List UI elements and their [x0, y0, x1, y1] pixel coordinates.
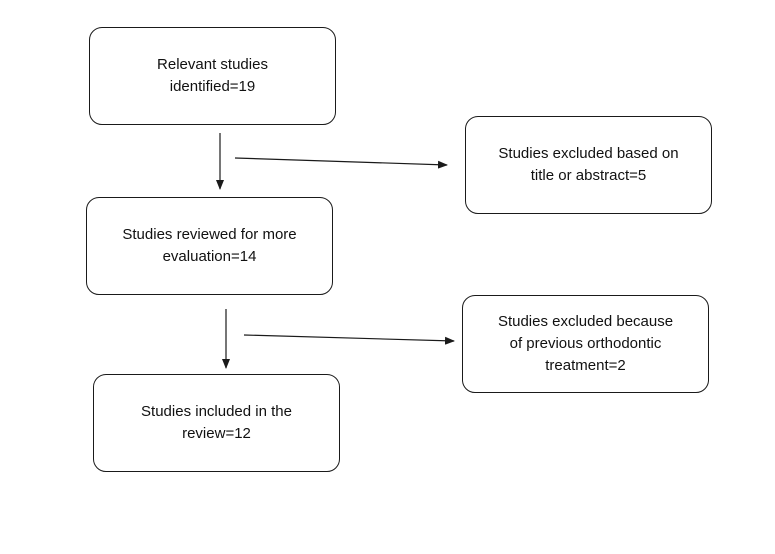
box-text-line: Studies excluded because [497, 313, 674, 330]
box-text-line: Studies included in the [141, 403, 292, 420]
box-text-line: Studies excluded based on [498, 145, 679, 162]
box-studies-reviewed: Studies reviewed for more evaluation=14 [86, 197, 333, 295]
box-text-line: review=12 [182, 425, 251, 442]
box-studies-excluded-title-abstract: Studies excluded based on title or abstr… [465, 116, 712, 214]
box-text-line: evaluation=14 [162, 248, 257, 265]
box-text-line: title or abstract=5 [530, 167, 647, 184]
box-relevant-studies-identified: Relevant studies identified=19 [89, 27, 336, 125]
arrow-to-excluded-orthodontic [243, 334, 455, 345]
box-text-line: identified=19 [169, 78, 256, 95]
arrow-to-excluded-title-abstract [234, 157, 448, 169]
box-text-line: Relevant studies [157, 56, 268, 73]
box-studies-included: Studies included in the review=12 [93, 374, 340, 472]
box-studies-excluded-orthodontic: Studies excluded because of previous ort… [462, 295, 709, 393]
box-text-line: Studies reviewed for more [122, 226, 297, 243]
box-text-line: of previous orthodontic [509, 335, 662, 352]
box-text-line: treatment=2 [545, 357, 626, 374]
